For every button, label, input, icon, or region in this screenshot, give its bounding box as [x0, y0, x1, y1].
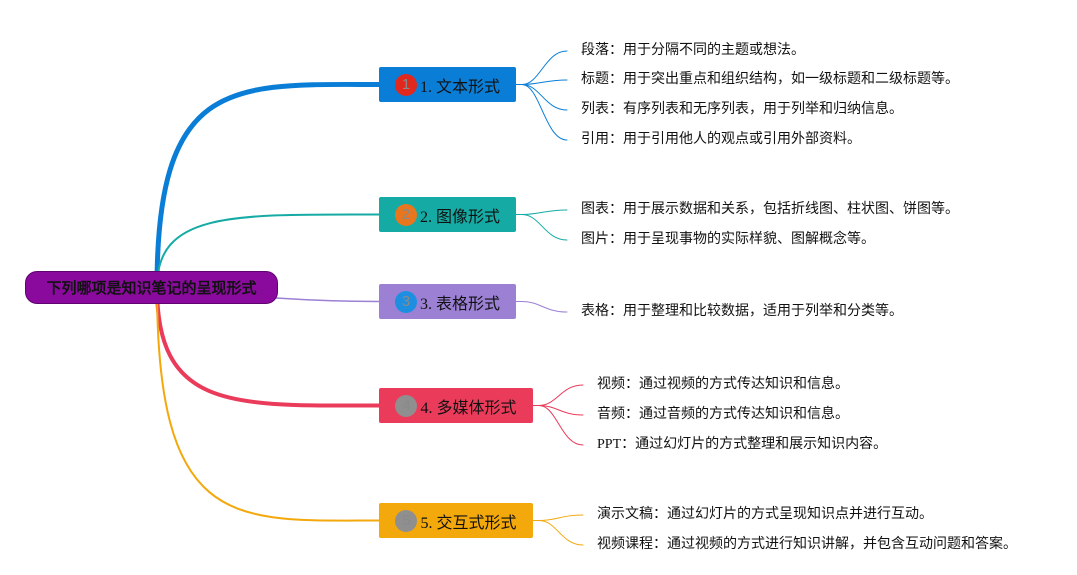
- priority-badge-icon: 2: [394, 203, 417, 226]
- leaf-connector: [538, 514, 584, 521]
- leaf-item[interactable]: 音频：通过音频的方式传达知识和信息。: [597, 407, 849, 422]
- priority-badge-icon: 5: [395, 509, 418, 532]
- leaf-connector: [521, 301, 568, 313]
- branch-connector-2: [156, 213, 380, 288]
- branch-connector-3: [275, 297, 380, 303]
- leaf-connector: [521, 214, 568, 241]
- branch-label: 3. 表格形式: [419, 295, 500, 313]
- branch-connector-1: [154, 81, 382, 290]
- branch-label: 5. 交互式形式: [420, 514, 517, 532]
- leaf-item[interactable]: 标题：用于突出重点和组织结构，如一级标题和二级标题等。: [581, 72, 959, 87]
- branch-connector-4: [155, 285, 381, 408]
- leaf-item[interactable]: 图片：用于呈现事物的实际样貌、图解概念等。: [581, 232, 875, 247]
- root-node[interactable]: 下列哪项是知识笔记的呈现形式: [25, 271, 278, 304]
- leaf-connector: [521, 84, 568, 141]
- leaf-connector: [521, 84, 568, 111]
- leaf-connector: [538, 520, 584, 546]
- leaf-item[interactable]: PPT：通过幻灯片的方式整理和展示知识内容。: [597, 437, 888, 452]
- leaf-item[interactable]: 图表：用于展示数据和关系，包括折线图、柱状图、饼图等。: [581, 202, 959, 217]
- branch-connector-5: [156, 286, 380, 522]
- branch-label: 4. 多媒体形式: [420, 399, 517, 417]
- leaf-connector: [538, 384, 584, 406]
- branch-label: 2. 图像形式: [419, 208, 500, 226]
- leaf-item[interactable]: 表格：用于整理和比较数据，适用于列举和分类等。: [581, 304, 903, 319]
- leaf-item[interactable]: 视频课程：通过视频的方式进行知识讲解，并包含互动问题和答案。: [597, 537, 1017, 552]
- leaf-item[interactable]: 演示文稿：通过幻灯片的方式呈现知识点并进行互动。: [597, 507, 933, 522]
- leaf-item[interactable]: 列表：有序列表和无序列表，用于列举和归纳信息。: [581, 102, 903, 117]
- leaf-connector: [538, 405, 584, 446]
- leaf-connector: [521, 79, 568, 85]
- root-node-label: 下列哪项是知识笔记的呈现形式: [46, 279, 257, 297]
- priority-badge-icon: 3: [394, 290, 417, 313]
- branch-label: 1. 文本形式: [419, 78, 500, 96]
- leaf-item[interactable]: 段落：用于分隔不同的主题或想法。: [581, 43, 805, 58]
- priority-badge-icon: 1: [394, 73, 417, 96]
- leaf-connector: [521, 50, 568, 85]
- leaf-item[interactable]: 引用：用于引用他人的观点或引用外部资料。: [581, 132, 861, 147]
- priority-badge-icon: 4: [395, 394, 418, 417]
- leaf-connector: [521, 209, 568, 215]
- leaf-item[interactable]: 视频：通过视频的方式传达知识和信息。: [597, 377, 849, 392]
